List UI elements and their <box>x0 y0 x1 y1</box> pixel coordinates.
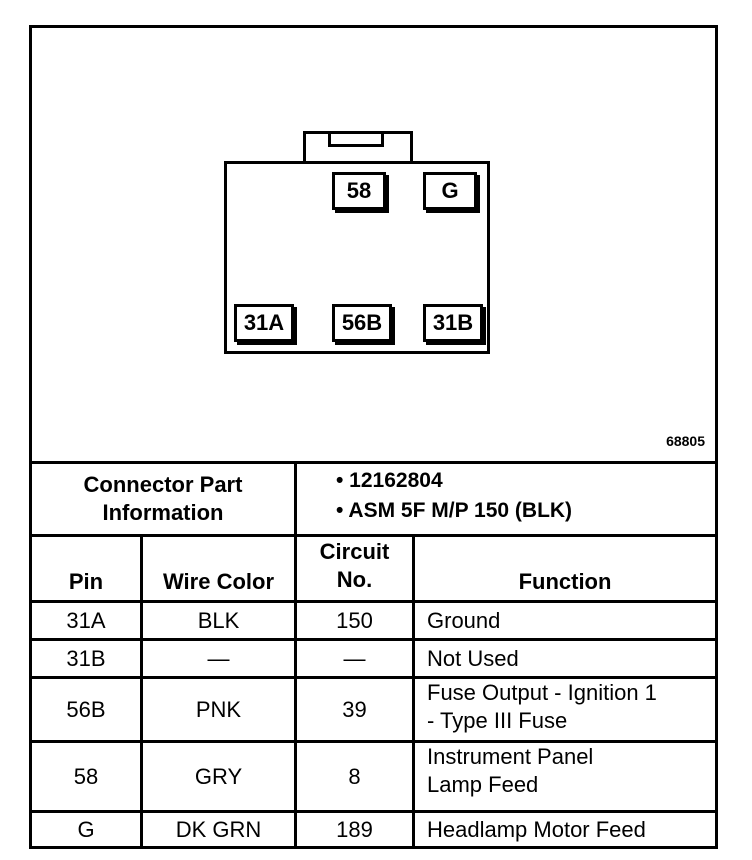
row-function-line: Fuse Output - Ignition 1 <box>427 680 657 705</box>
divider <box>412 534 415 846</box>
row-circuit: 150 <box>336 607 373 633</box>
pin-cavity-31b: 31B <box>423 304 483 342</box>
row-wire-color: BLK <box>197 607 240 633</box>
pin-cavity-g: G <box>423 172 477 210</box>
divider <box>32 740 715 743</box>
row-wire-color: DK GRN <box>175 816 262 842</box>
row-pin: 31A <box>66 607 106 633</box>
figure-number: 68805 <box>666 433 705 449</box>
divider <box>32 461 715 464</box>
pin-cavity-31a: 31A <box>234 304 294 342</box>
row-function: Ground <box>427 607 501 633</box>
divider <box>140 534 143 846</box>
divider <box>294 534 297 846</box>
pin-cavity-56b: 56B <box>332 304 392 342</box>
header-circuit-line: No. <box>336 566 373 592</box>
row-pin: 58 <box>73 763 99 789</box>
connector-part-number: • 12162804 <box>336 469 443 492</box>
connector-latch <box>303 131 413 166</box>
row-pin: G <box>77 816 95 842</box>
connector-sheet: 58 G 31A 56B 31B 68805 Connector Part In… <box>29 25 718 849</box>
connector-assembly: • ASM 5F M/P 150 (BLK) <box>336 499 573 522</box>
connector-info-label-line: Information <box>102 500 224 525</box>
row-function: Headlamp Motor Feed <box>427 816 646 842</box>
connector-info-label: Connector Part Information <box>32 464 294 534</box>
divider <box>294 461 297 537</box>
row-function: Fuse Output - Ignition 1 - Type III Fuse <box>415 679 715 740</box>
row-wire-color: — <box>207 645 230 671</box>
row-circuit: 189 <box>336 816 373 842</box>
row-circuit: — <box>343 645 366 671</box>
latch-tab <box>328 134 384 147</box>
header-circuit-line: Circuit <box>319 538 390 564</box>
connector-diagram: 58 G 31A 56B 31B 68805 <box>32 28 715 464</box>
divider <box>32 600 715 603</box>
header-wire-color: Wire Color <box>162 569 275 594</box>
row-function-line: Instrument Panel <box>427 744 594 769</box>
row-circuit: 8 <box>348 763 361 789</box>
row-circuit: 39 <box>342 696 367 722</box>
row-function-line: Lamp Feed <box>427 772 539 797</box>
connector-info-list: • 12162804 • ASM 5F M/P 150 (BLK) <box>336 466 706 526</box>
row-wire-color: PNK <box>195 696 242 722</box>
header-circuit-no: Circuit No. <box>297 537 412 600</box>
header-pin: Pin <box>68 569 104 594</box>
connector-info-label-line: Connector Part <box>83 472 243 497</box>
pin-cavity-58: 58 <box>332 172 386 210</box>
row-pin: 56B <box>66 696 106 722</box>
row-function: Instrument Panel Lamp Feed <box>415 743 715 810</box>
divider <box>32 638 715 641</box>
divider <box>32 676 715 679</box>
row-function: Not Used <box>427 645 519 671</box>
row-wire-color: GRY <box>194 763 243 789</box>
row-function-line: - Type III Fuse <box>427 708 568 733</box>
divider <box>32 810 715 813</box>
divider <box>32 534 715 537</box>
row-pin: 31B <box>66 645 106 671</box>
connector-housing: 58 G 31A 56B 31B <box>224 161 490 354</box>
header-function: Function <box>518 569 612 594</box>
